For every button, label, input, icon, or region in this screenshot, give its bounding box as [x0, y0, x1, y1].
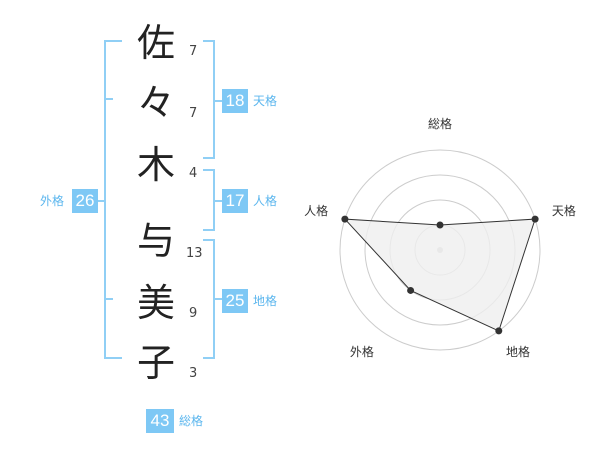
soukaku-label: 総格: [179, 414, 204, 428]
stroke-count-4: 13: [186, 246, 203, 261]
radar-ring: [339, 149, 541, 351]
radar-axis-label: 外格: [350, 344, 374, 359]
name-char-6: 子: [136, 341, 175, 385]
jinkaku-label: 人格: [253, 194, 278, 208]
radar-point-2: [531, 215, 539, 223]
stroke-count-6: 3: [189, 366, 198, 381]
radar-point-3: [495, 327, 503, 335]
name-char-5: 美: [136, 281, 175, 325]
jinkaku-score: 17: [222, 189, 248, 213]
chikaku-label: 地格: [253, 294, 278, 308]
gaikaku-bracket: [104, 40, 122, 359]
name-char-1: 佐: [136, 21, 175, 65]
bracket-lines: [93, 40, 222, 359]
chikaku-score: 25: [222, 289, 248, 313]
radar-polygon: [343, 218, 536, 332]
gaikaku-score: 26: [72, 189, 98, 213]
tenkaku-score: 18: [222, 89, 248, 113]
chikaku-bracket: [203, 239, 215, 359]
radar-axis-label: 地格: [506, 344, 530, 359]
radar-point-1: [436, 221, 444, 229]
jinkaku-bracket: [203, 169, 215, 231]
radar-axis-label: 総格: [428, 116, 452, 131]
tenkaku-label: 天格: [253, 94, 278, 108]
stroke-count-2: 7: [189, 106, 198, 121]
tenkaku-bracket: [203, 40, 215, 159]
gaikaku-label: 外格: [40, 194, 65, 208]
name-char-3: 木: [136, 143, 175, 187]
radar-axis-label: 天格: [552, 203, 576, 218]
radar-axis-label: 人格: [304, 203, 328, 218]
radar-point-4: [407, 286, 415, 294]
name-char-4: 与: [136, 219, 175, 263]
radar-point-5: [341, 215, 349, 223]
soukaku-score: 43: [146, 409, 174, 433]
stroke-count-3: 4: [189, 166, 198, 181]
stroke-count-5: 9: [189, 306, 198, 321]
stroke-count-1: 7: [189, 44, 198, 59]
name-char-2: 々: [136, 81, 175, 125]
